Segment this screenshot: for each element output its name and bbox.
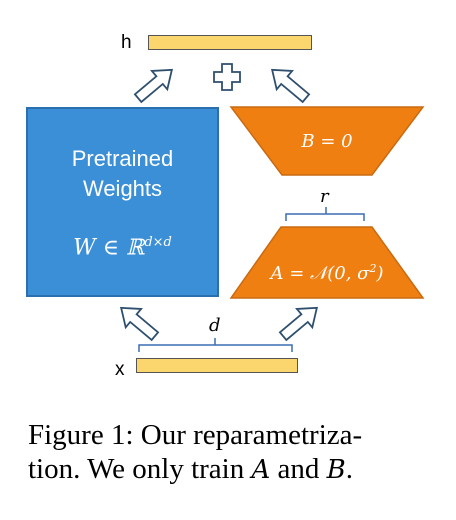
rank-bracket — [285, 207, 365, 221]
a-matrix-label: A = 𝒩(0, σ2) — [270, 262, 384, 284]
b-matrix-label: B = 0 — [301, 131, 353, 152]
diagram-shapes — [119, 63, 425, 352]
plus-icon — [213, 63, 241, 91]
weight-matrix-formula: W ∈ ℝd×d — [73, 235, 172, 261]
rank-label: r — [320, 186, 329, 207]
output-vector-bar — [148, 35, 312, 50]
figure-caption: Figure 1: Our reparametriza- tion. We on… — [28, 418, 448, 487]
pretrained-label: Pretrained — [71, 146, 174, 171]
input-vector-bar — [136, 358, 298, 373]
dimension-bracket — [138, 338, 293, 352]
a-matrix-trapezoid — [229, 226, 425, 299]
input-label-x: x — [115, 359, 125, 380]
output-label-h: h — [121, 32, 132, 53]
weights-label: Weights — [82, 176, 163, 201]
b-matrix-trapezoid — [229, 106, 425, 176]
caption-line-2: tion. We only train A and B. — [28, 453, 353, 485]
arrow-up-right-icon — [133, 68, 174, 104]
dimension-label: d — [209, 315, 221, 336]
pretrained-weights-box: Pretrained Weights W ∈ ℝd×d — [26, 107, 219, 297]
arrow-up-right-icon — [278, 306, 319, 342]
caption-line-1: Figure 1: Our reparametriza- — [28, 419, 363, 451]
arrow-up-left-icon — [270, 68, 311, 104]
arrow-up-left-icon — [119, 306, 160, 342]
